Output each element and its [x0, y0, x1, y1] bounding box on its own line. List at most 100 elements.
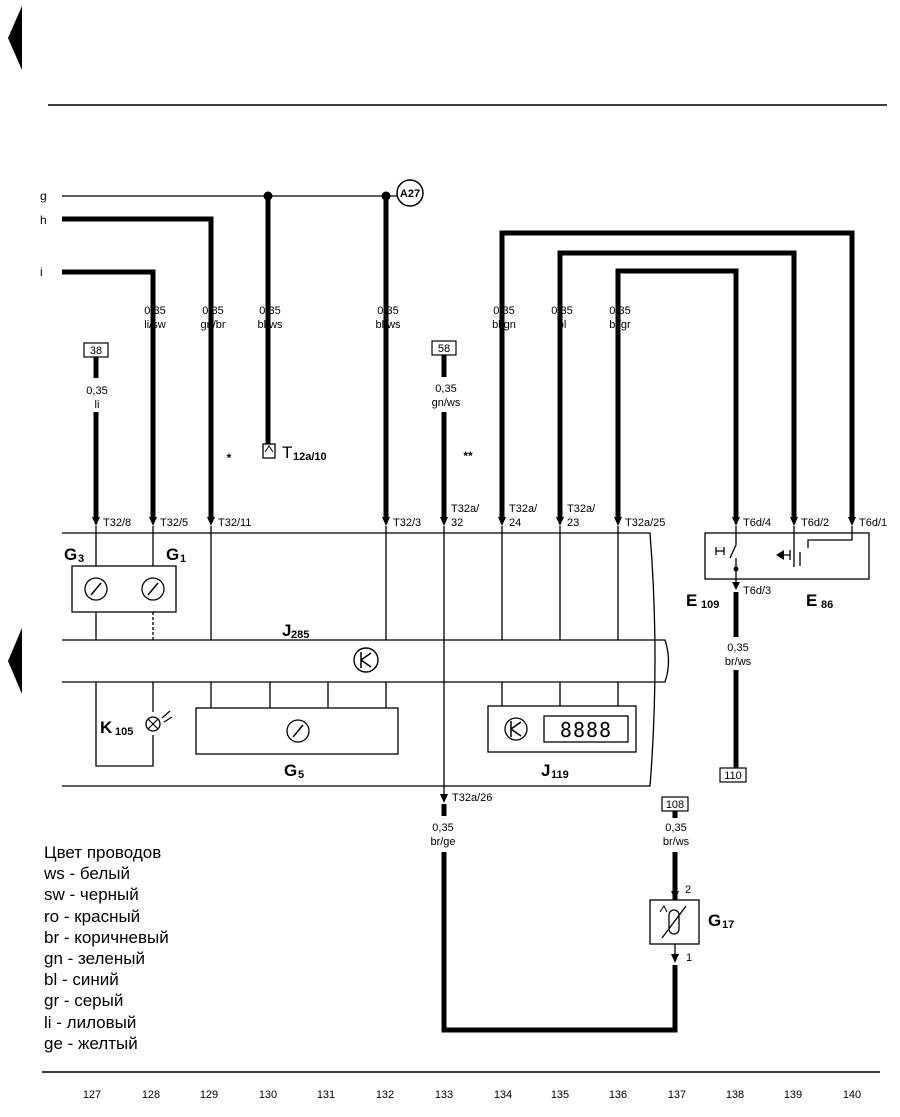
wire-gauge: 0,35 [202, 305, 223, 317]
ref-box-label: 38 [90, 345, 102, 357]
pin-label: T6d/3 [743, 585, 771, 597]
component-j119-sub: 119 [551, 769, 569, 781]
wire-gauge: 0,35 [435, 383, 456, 395]
connector-a27-label: A27 [400, 188, 420, 200]
wire-color: li/sw [144, 319, 165, 331]
wire-gauge: 0,35 [86, 385, 107, 397]
wire-bl-gn-loop [499, 230, 855, 520]
pin-label: T32/3 [393, 517, 421, 529]
component-k105-sub: 105 [115, 726, 133, 738]
wire-gauge: 0,35 [609, 305, 630, 317]
track-number: 130 [259, 1089, 277, 1101]
track-number: 127 [83, 1089, 101, 1101]
pin-arrow-icon [732, 582, 740, 590]
wire-gauge: 0,35 [665, 822, 686, 834]
wire-gauge: 0,35 [144, 305, 165, 317]
track-number: 133 [435, 1089, 453, 1101]
wire-gauge: 0,35 [493, 305, 514, 317]
legend-title: Цвет проводов [44, 843, 162, 862]
ref-box-label: 108 [666, 799, 684, 811]
wire-color: li [95, 399, 100, 411]
pin-label: 32 [451, 517, 463, 529]
pin-arrow-icon [614, 517, 622, 526]
component-e109-sub: 109 [701, 599, 719, 611]
track-numbers: 127 128 129 130 131 132 133 134 135 136 … [83, 1089, 861, 1101]
component-g17-main: G [708, 911, 721, 930]
track-number: 139 [784, 1089, 802, 1101]
wire-color: bl [558, 319, 567, 331]
pin-label: T32a/ [451, 503, 480, 515]
component-j285-main: J [282, 621, 291, 640]
component-j119-main: J [541, 761, 550, 780]
track-number: 129 [200, 1089, 218, 1101]
switch-e86-icon[interactable] [776, 550, 784, 560]
star-note: ** [463, 449, 473, 463]
legend-item: sw - черный [44, 885, 139, 905]
legend-item: gr - серый [44, 991, 124, 1011]
internal-wiring [95, 526, 619, 800]
pin-labels: T32/8 T32/5 T32/11 T32/3 T32a/ 32 T32a/ … [103, 503, 887, 529]
connector-arrow-icon [264, 445, 274, 453]
component-g5-main: G [284, 761, 297, 780]
wire-h [62, 216, 214, 520]
pin-arrow-icon [207, 517, 215, 526]
display-control-icon[interactable] [504, 717, 528, 741]
pin-arrow-icon [671, 954, 679, 963]
wire-gauge: 0,35 [727, 642, 748, 654]
pin-label: T32/11 [218, 517, 251, 529]
wire-color: gn/ws [432, 397, 461, 409]
pin-label: T32a/25 [625, 517, 665, 529]
wire-bl-loop [557, 250, 797, 520]
row-label-h: h [40, 213, 47, 227]
track-number: 138 [726, 1089, 744, 1101]
wire-color-legend: Цвет проводов ws - белый sw - черный ro … [44, 842, 264, 1054]
legend-item: li - лиловый [44, 1012, 137, 1032]
connector-t12a[interactable] [262, 443, 276, 459]
pin-arrow-icon [440, 517, 448, 526]
legend-item: ro - красный [44, 906, 141, 926]
pin-label: T32a/26 [452, 792, 492, 804]
pin-label: 24 [509, 517, 521, 529]
control-unit-icon[interactable] [353, 647, 379, 673]
pin-arrow-icon [848, 517, 856, 526]
wire-color: gn/br [200, 319, 225, 331]
pin-label: T32a/ [567, 503, 596, 515]
wire-br-ge-loop [441, 852, 678, 1033]
lcd-digits: 8888 [560, 718, 612, 742]
wire-gauge: 0,35 [551, 305, 572, 317]
track-number: 140 [843, 1089, 861, 1101]
component-g1-main: G [166, 545, 179, 564]
component-e109-main: E [686, 591, 697, 610]
pin-label: T6d/1 [859, 517, 887, 529]
pin-arrow-icon [149, 517, 157, 526]
sensor-pin-label: 1 [686, 952, 692, 964]
wire-color: bl/ws [375, 319, 401, 331]
connector-t12a-sub: 12a/10 [293, 451, 327, 463]
component-e86-main: E [806, 591, 817, 610]
track-number: 135 [551, 1089, 569, 1101]
track-number: 134 [494, 1089, 512, 1101]
switch-e109-icon[interactable] [715, 547, 725, 555]
pin-arrow-icon [790, 517, 798, 526]
ref-box-label: 110 [724, 770, 742, 782]
pin-arrow-icon [498, 517, 506, 526]
ref-box-label: 58 [438, 343, 450, 355]
page-prev-marker-icon[interactable] [8, 6, 22, 70]
sensor-pin-label: 2 [685, 884, 691, 896]
ref-box-110[interactable] [719, 767, 747, 783]
switch-block-e109-e86 [704, 532, 870, 580]
wire-gauge: 0,35 [377, 305, 398, 317]
legend-item: gn - зеленый [44, 949, 145, 969]
wire-color: br/ge [430, 836, 455, 848]
wire-color: bl/gn [492, 319, 516, 331]
junction-dot [381, 191, 391, 201]
row-label-i: i [40, 265, 43, 279]
wire-gauge: 0,35 [432, 822, 453, 834]
pin-arrow-icon [440, 794, 448, 803]
connector-a27[interactable] [396, 179, 424, 207]
wire-i [62, 269, 156, 520]
page-side-marker-icon[interactable] [8, 628, 22, 694]
connector-t12a-main: T [282, 443, 292, 462]
pin-label: T32a/ [509, 503, 538, 515]
pin-arrow-icon [92, 517, 100, 526]
